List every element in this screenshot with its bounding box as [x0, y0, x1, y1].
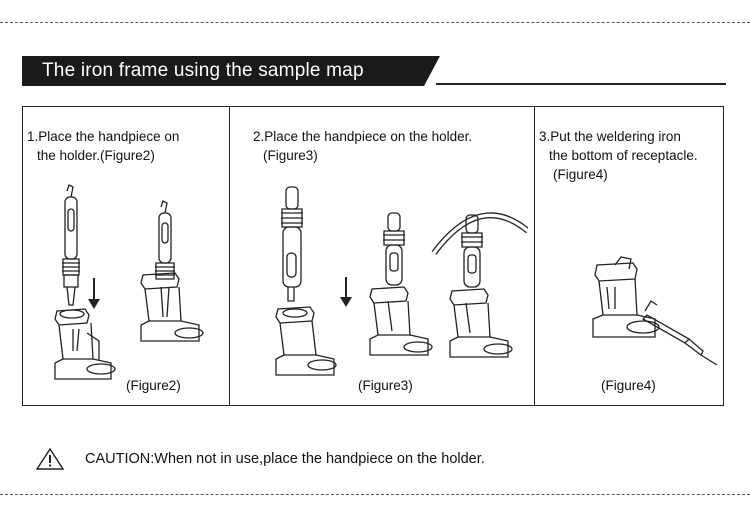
step-3-line-1: 3.Put the weldering iron: [539, 129, 681, 144]
panel-step-1: 1.Place the handpiece on the holder.(Fig…: [23, 107, 229, 405]
section-title-band: The iron frame using the sample map: [22, 56, 440, 86]
figure-3-caption: (Figure3): [358, 378, 413, 393]
section-title: The iron frame using the sample map: [42, 60, 364, 81]
title-underline: [436, 83, 726, 85]
figure-2-caption: (Figure2): [126, 378, 181, 393]
top-dashed-divider: [0, 22, 750, 23]
figure-3-illustration: [275, 186, 528, 376]
figure-4-caption: (Figure4): [601, 378, 656, 393]
step-3-line-2: the bottom of receptacle.: [549, 148, 698, 163]
instruction-panels: 1.Place the handpiece on the holder.(Fig…: [22, 106, 724, 406]
step-3-text: 3.Put the weldering iron the bottom of r…: [539, 127, 698, 184]
step-1-line-1: 1.Place the handpiece on: [27, 129, 180, 144]
figure-4-illustration: [592, 256, 718, 366]
step-2-text: 2.Place the handpiece on the holder. (Fi…: [253, 127, 472, 165]
step-2-line-1: 2.Place the handpiece on the holder.: [253, 129, 473, 144]
title-band-shape: [22, 56, 440, 86]
step-1-text: 1.Place the handpiece on the holder.(Fig…: [27, 127, 179, 165]
warning-triangle-icon: [36, 448, 64, 470]
panel-step-3: 3.Put the weldering iron the bottom of r…: [534, 107, 724, 405]
caution-text: CAUTION:When not in use,place the handpi…: [85, 451, 485, 467]
step-1-line-2: the holder.(Figure2): [37, 148, 155, 163]
step-3-line-3: (Figure4): [553, 167, 608, 182]
step-2-line-2: (Figure3): [263, 148, 318, 163]
bottom-dashed-divider: [0, 494, 750, 495]
figure-2-illustration: [54, 184, 204, 380]
panel-step-2: 2.Place the handpiece on the holder. (Fi…: [229, 107, 535, 405]
